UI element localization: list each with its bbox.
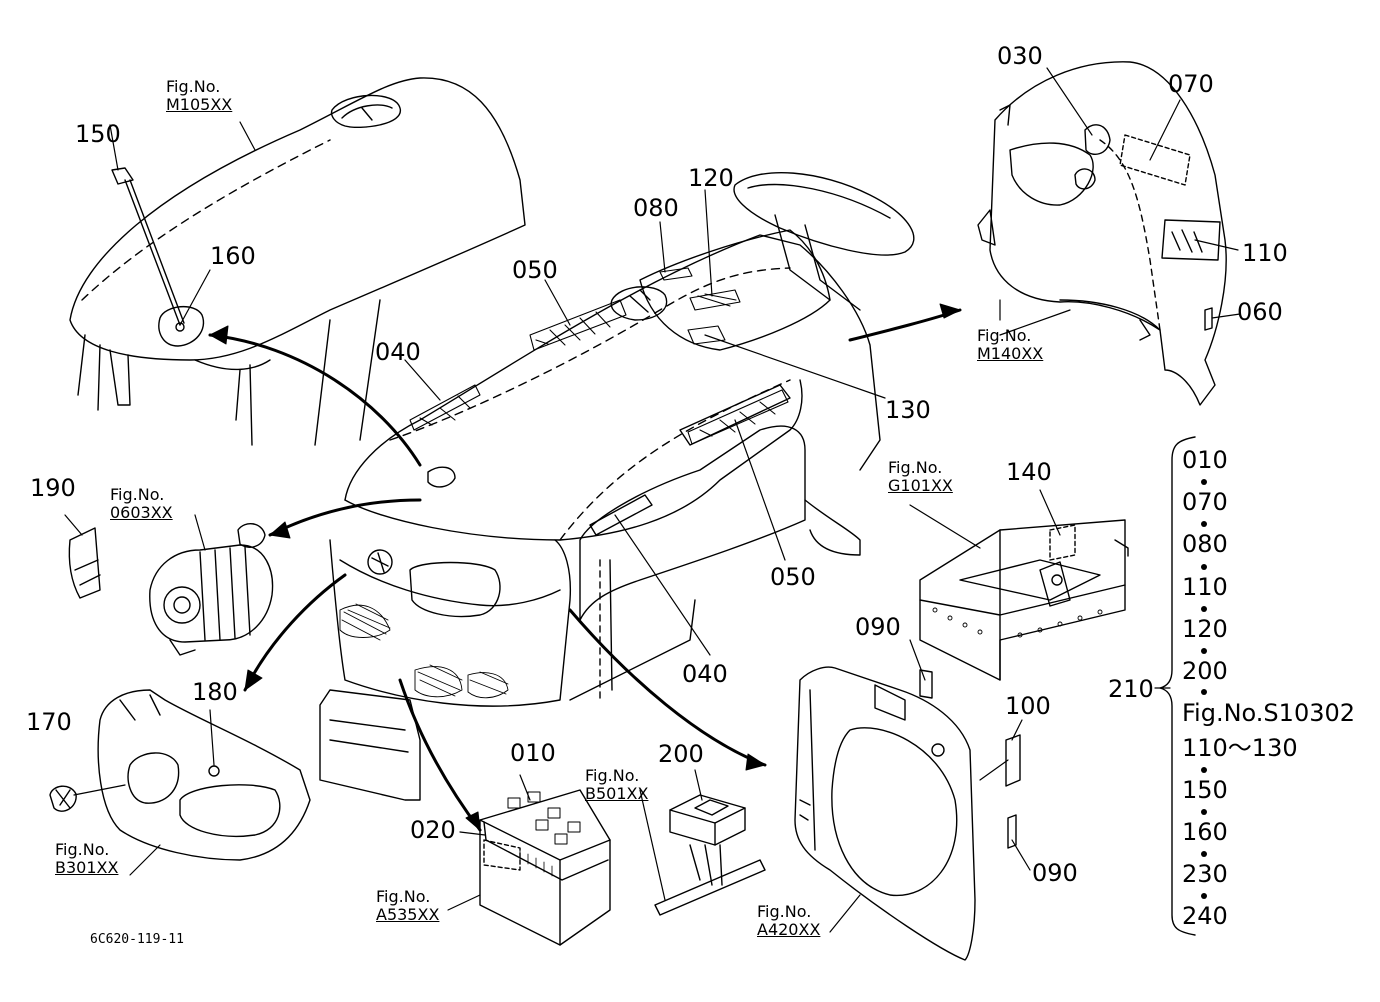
figref-a420[interactable]: Fig.No. A420XX — [757, 902, 821, 940]
leader-lines — [64, 67, 1241, 933]
side-list-item: 010 — [1182, 446, 1228, 474]
side-list-item: 110～130 — [1182, 734, 1298, 762]
side-cover-drawing — [977, 61, 1227, 406]
callout-200: 200 — [658, 740, 704, 768]
figref-m140[interactable]: Fig.No. M140XX — [977, 326, 1044, 364]
list-separator — [1201, 809, 1207, 815]
figref-code: M105XX — [166, 95, 233, 115]
figref-prefix: Fig.No. — [166, 77, 221, 96]
figref-b501[interactable]: Fig.No. B501XX — [585, 766, 649, 804]
figref-prefix: Fig.No. — [757, 902, 812, 921]
list-separator — [1201, 521, 1207, 527]
shroud-drawing — [794, 666, 1021, 961]
figref-a535[interactable]: Fig.No. A535XX — [376, 887, 440, 925]
callout-110: 110 — [1242, 239, 1288, 267]
figref-prefix: Fig.No. — [977, 326, 1032, 345]
list-separator — [1201, 689, 1207, 695]
air-cleaner-drawing — [68, 523, 274, 656]
figref-prefix: Fig.No. — [888, 458, 943, 477]
callout-120: 120 — [688, 164, 734, 192]
figref-code: G101XX — [888, 476, 953, 496]
side-list-item: 160 — [1182, 818, 1228, 846]
switch-drawing — [654, 794, 766, 916]
side-list-item: 110 — [1182, 573, 1228, 601]
figref-code: B301XX — [55, 858, 119, 878]
figref-prefix: Fig.No. — [55, 840, 110, 859]
callout-130: 130 — [885, 396, 931, 424]
hood-drawing — [69, 77, 526, 446]
callout-060: 060 — [1237, 298, 1283, 326]
callout-160: 160 — [210, 242, 256, 270]
list-separator — [1201, 479, 1207, 485]
assembly-arrows — [208, 308, 962, 832]
callout-170: 170 — [26, 708, 72, 736]
figref-code: A535XX — [376, 905, 440, 925]
callout-050-upper: 050 — [512, 256, 558, 284]
callout-140: 140 — [1006, 458, 1052, 486]
figref-code: A420XX — [757, 920, 821, 940]
figref-prefix: Fig.No. — [585, 766, 640, 785]
callout-210: 210 — [1108, 675, 1154, 703]
battery-drawing — [479, 789, 611, 946]
side-list-item: 080 — [1182, 530, 1228, 558]
side-list-fig-ref[interactable]: Fig.No.S10302 — [1182, 699, 1356, 727]
side-list-item: 070 — [1182, 488, 1228, 516]
list-separator — [1201, 564, 1207, 570]
list-separator — [1201, 893, 1207, 899]
callout-040-upper: 040 — [375, 338, 421, 366]
figref-code: B501XX — [585, 784, 649, 804]
callout-180: 180 — [192, 678, 238, 706]
figref-prefix: Fig.No. — [376, 887, 431, 906]
list-separator — [1201, 606, 1207, 612]
figref-code: 0603XX — [110, 503, 173, 523]
callout-030: 030 — [997, 42, 1043, 70]
side-list-item: 120 — [1182, 615, 1228, 643]
side-list-item: 230 — [1182, 860, 1228, 888]
figref-code: M140XX — [977, 344, 1044, 364]
frame-drawing — [919, 519, 1129, 681]
callout-050-lower: 050 — [770, 563, 816, 591]
figref-m105[interactable]: Fig.No. M105XX — [166, 77, 233, 115]
list-separator — [1201, 648, 1207, 654]
callout-190: 190 — [30, 474, 76, 502]
side-list-item: 200 — [1182, 657, 1228, 685]
side-list-item: 150 — [1182, 776, 1228, 804]
callout-040-lower: 040 — [682, 660, 728, 688]
arrow-heads — [209, 303, 961, 831]
tractor-body-drawing — [319, 172, 915, 801]
front-grille-drawing — [49, 689, 311, 861]
list-separator — [1201, 767, 1207, 773]
figref-g101[interactable]: Fig.No. G101XX — [888, 458, 953, 496]
side-list-item: 240 — [1182, 902, 1228, 930]
group-bracket — [1159, 436, 1196, 936]
callout-020: 020 — [410, 816, 456, 844]
figref-prefix: Fig.No. — [110, 485, 165, 504]
callout-100: 100 — [1005, 692, 1051, 720]
callout-070: 070 — [1168, 70, 1214, 98]
callout-080: 080 — [633, 194, 679, 222]
drawing-number: 6C620-119-11 — [90, 932, 184, 947]
callout-090-upper: 090 — [855, 613, 901, 641]
figref-b301[interactable]: Fig.No. B301XX — [55, 840, 119, 878]
list-separator — [1201, 851, 1207, 857]
callout-090-lower: 090 — [1032, 859, 1078, 887]
callout-010: 010 — [510, 739, 556, 767]
figref-0603[interactable]: Fig.No. 0603XX — [110, 485, 173, 523]
callout-150: 150 — [75, 120, 121, 148]
